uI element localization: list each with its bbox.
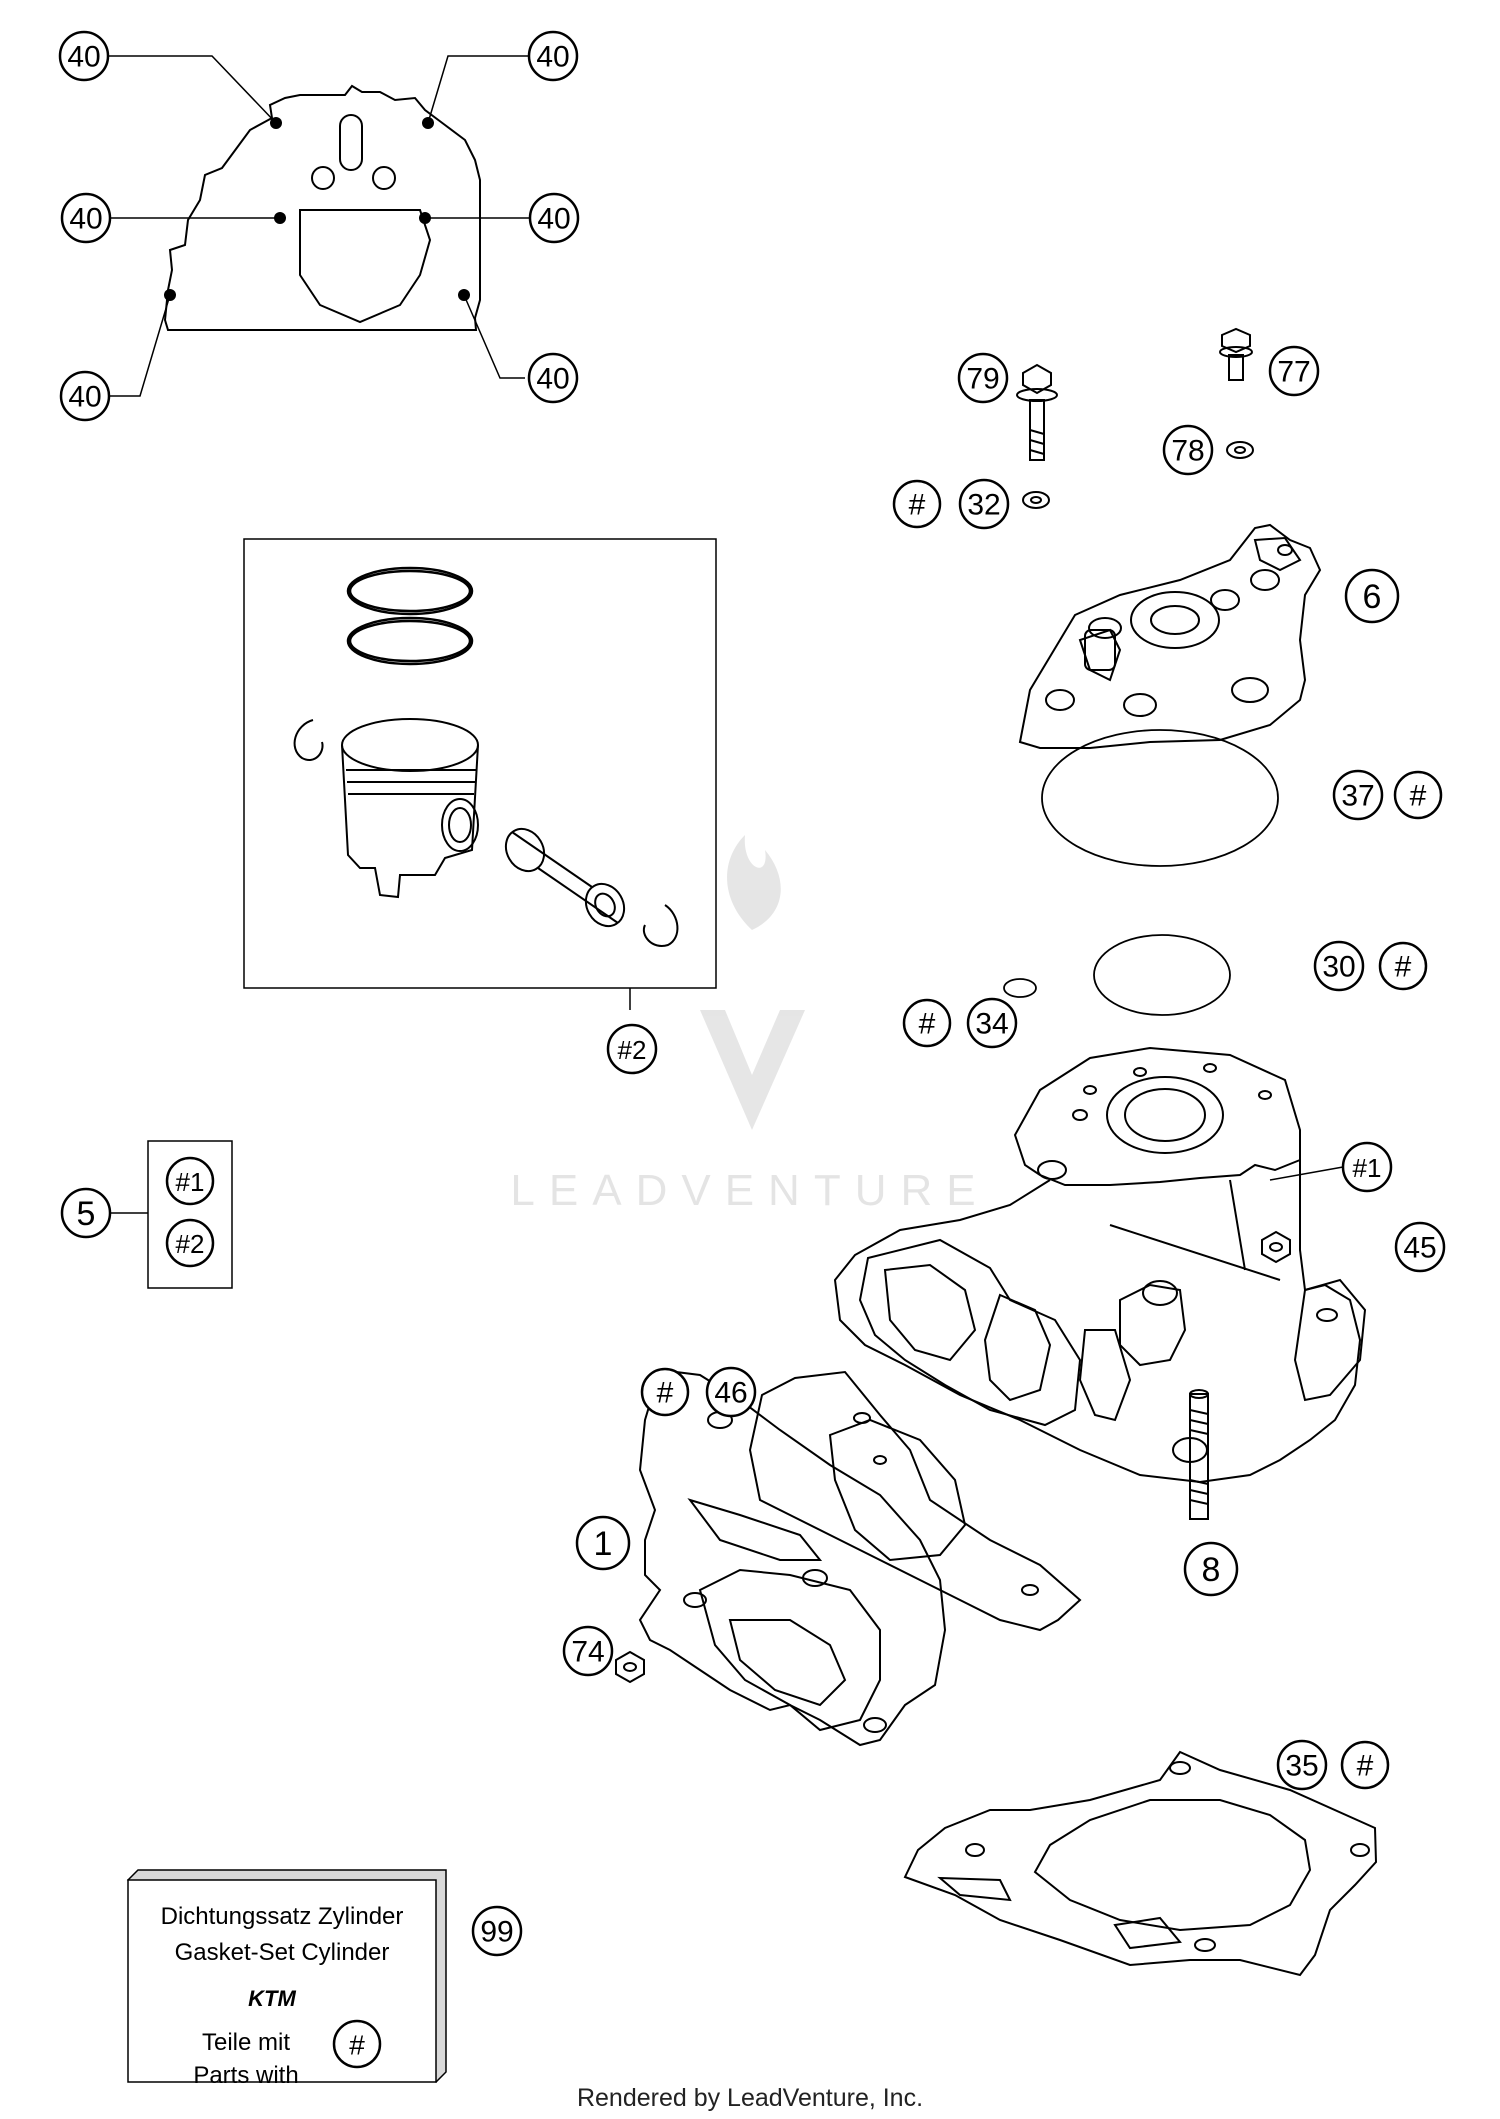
gasket-box-line3: Teile mit [202, 2029, 290, 2056]
callout-34: 34 [975, 1008, 1008, 1041]
callout-99: 99 [480, 1916, 513, 1949]
exhaust-gasket-46 [748, 1370, 1082, 1632]
callout-30-hash: # [1395, 951, 1412, 984]
callout-40-top-right: 40 [536, 41, 569, 74]
callout-5-sub1: #1 [176, 1167, 205, 1197]
washer-32 [1022, 491, 1050, 509]
callout-35-hash: # [1357, 1750, 1374, 1783]
ktm-logo-text: KTM [248, 1986, 296, 2011]
callout-5: 5 [77, 1195, 96, 1233]
callouts [58, 30, 1446, 2069]
cylinder-head [1018, 523, 1322, 749]
callout-74: 74 [571, 1636, 604, 1669]
washer-78 [1226, 441, 1254, 459]
callout-40-top-left: 40 [67, 41, 100, 74]
callout-45: 45 [1403, 1232, 1436, 1265]
callout-40-mid-left: 40 [69, 203, 102, 236]
callout-1: 1 [594, 1525, 613, 1563]
callout-40-bottom-left: 40 [68, 381, 101, 414]
callout-40-bottom-right: 40 [536, 363, 569, 396]
cylinder [833, 1046, 1367, 1484]
callout-32: 32 [967, 489, 1000, 522]
callout-37: 37 [1341, 780, 1374, 813]
callout-30: 30 [1322, 951, 1355, 984]
set-5-frame [147, 1140, 233, 1289]
piston-pin [504, 827, 626, 928]
gasket-box-line1: Dichtungssatz Zylinder [161, 1903, 404, 1930]
oring-30 [1093, 934, 1231, 1016]
callout-46: 46 [714, 1377, 747, 1410]
watermark-text: LEADVENTURE [510, 1166, 989, 1215]
head-gasket-plate [163, 84, 481, 331]
circlip-left-icon [293, 719, 324, 761]
gasket-box-line4: Parts with [193, 2062, 298, 2089]
callout-37-hash: # [1410, 780, 1427, 813]
callout-77: 77 [1277, 356, 1310, 389]
head-oring-37 [1041, 729, 1279, 867]
callout-40-mid-right: 40 [537, 203, 570, 236]
cylinder-callout-leader [1269, 1166, 1344, 1181]
callout-34-hash: # [919, 1008, 936, 1041]
callout-labels: 40 40 40 40 40 40 79 77 78 # 32 6 37 # 3… [67, 41, 1436, 1949]
piston [341, 718, 479, 899]
callout-46-hash: # [657, 1377, 674, 1410]
gasket-box-text: Dichtungssatz Zylinder Gasket-Set Cylind… [161, 1903, 404, 2089]
piston-kit-frame [243, 538, 717, 989]
callout-78: 78 [1171, 435, 1204, 468]
circlip-right-icon [642, 904, 679, 947]
footer-credit: Rendered by LeadVenture, Inc. [576, 2084, 924, 2112]
callout-35: 35 [1285, 1750, 1318, 1783]
base-gasket-35 [903, 1750, 1378, 1977]
gasket-box-badge: # [349, 2030, 365, 2061]
piston-rings [346, 566, 474, 666]
watermark-logo [700, 835, 805, 1130]
gasket-leader-lines [108, 55, 530, 397]
bolt-79 [1016, 363, 1058, 461]
callout-piston-kit: #2 [618, 1035, 647, 1065]
callout-cylinder: #1 [1353, 1153, 1382, 1183]
callout-8: 8 [1202, 1551, 1221, 1589]
callout-79: 79 [966, 363, 999, 396]
oring-34 [1003, 978, 1037, 998]
nut-45 [1261, 1230, 1291, 1264]
nut-74 [615, 1650, 645, 1684]
callout-6: 6 [1363, 578, 1382, 616]
callout-32-hash: # [909, 489, 926, 522]
bolt-77 [1219, 327, 1253, 381]
callout-5-sub2: #2 [176, 1229, 205, 1259]
gasket-box-line2: Gasket-Set Cylinder [175, 1939, 390, 1966]
exhaust-flange-1 [638, 1368, 947, 1747]
stud-8 [1189, 1389, 1209, 1520]
